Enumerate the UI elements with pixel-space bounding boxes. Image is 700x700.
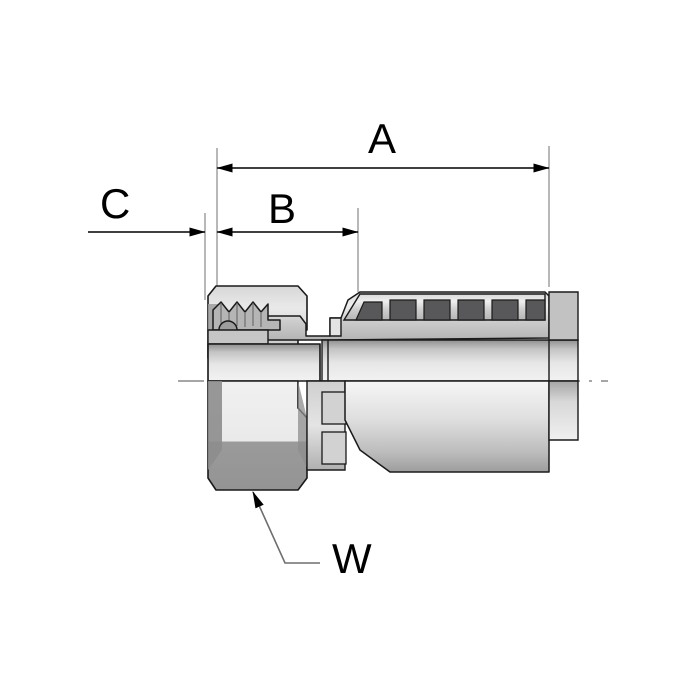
stem-end-cap xyxy=(548,380,579,441)
extension-lines xyxy=(204,146,550,300)
barb-tooth xyxy=(525,299,546,321)
hex-nut-lower xyxy=(207,380,308,491)
callout-w-leader xyxy=(252,491,320,564)
barb-tooth xyxy=(457,299,485,321)
w-leader-line xyxy=(252,491,320,564)
barb-tooth xyxy=(389,299,417,321)
callout-label-w: W xyxy=(332,535,372,582)
collar-slot xyxy=(321,391,347,425)
dimension-lines xyxy=(88,163,550,237)
barb-tooth xyxy=(423,299,451,321)
bore-upper-wall xyxy=(207,343,321,382)
barb-tooth xyxy=(355,301,383,321)
hex-nut-chamfer-right xyxy=(298,381,307,468)
dimension-label-b: B xyxy=(268,185,297,232)
barb-teeth-group xyxy=(355,299,546,321)
hex-nut-chamfer-left xyxy=(208,381,222,470)
fitting-assembly xyxy=(207,285,579,491)
bore-upper-wall-right xyxy=(321,339,579,382)
thread-shading xyxy=(220,303,262,327)
collar-slot xyxy=(321,431,347,465)
collar-slots xyxy=(321,391,347,465)
nut-body-shoulder xyxy=(207,329,269,345)
bore-step-lines xyxy=(207,340,550,381)
dimension-label-a: A xyxy=(368,115,397,162)
stem-right-edge xyxy=(548,291,579,341)
dimension-label-c: C xyxy=(100,180,131,227)
collar-notch xyxy=(329,317,342,337)
barb-tooth xyxy=(491,299,519,321)
barb-stem-lower xyxy=(344,380,550,473)
